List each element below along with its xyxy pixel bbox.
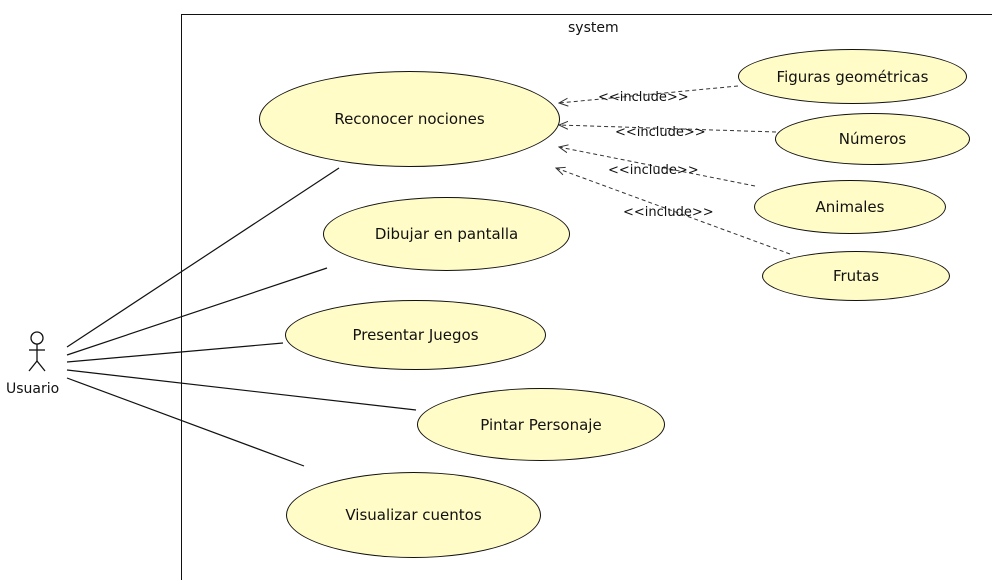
system-boundary <box>181 14 992 580</box>
include-label-figuras: <<include>> <box>598 90 689 105</box>
include-arrow-numeros[interactable] <box>559 125 777 133</box>
use-case-dibujar-en-pantalla[interactable]: Dibujar en pantalla <box>323 197 570 271</box>
include-label-animales: <<include>> <box>608 163 699 178</box>
use-case-visualizar-cuentos[interactable]: Visualizar cuentos <box>286 472 541 558</box>
use-case-presentar-juegos[interactable]: Presentar Juegos <box>285 300 546 370</box>
include-label-frutas: <<include>> <box>623 205 714 220</box>
association-pintar[interactable] <box>66 369 417 411</box>
include-arrow-animales[interactable] <box>559 147 756 187</box>
use-case-pintar-personaje[interactable]: Pintar Personaje <box>417 388 665 461</box>
include-label-numeros: <<include>> <box>615 125 706 140</box>
actor-label: Usuario <box>6 381 60 397</box>
use-case-frutas[interactable]: Frutas <box>762 251 950 301</box>
use-case-figuras-geometricas[interactable]: Figuras geométricas <box>738 49 967 104</box>
include-arrow-figuras[interactable] <box>559 85 739 103</box>
association-reconocer[interactable] <box>66 167 340 348</box>
association-visualizar[interactable] <box>66 377 305 467</box>
use-case-reconocer-nociones[interactable]: Reconocer nociones <box>259 71 560 167</box>
association-dibujar[interactable] <box>66 267 328 356</box>
use-case-numeros[interactable]: Números <box>775 113 970 165</box>
actor-icon[interactable] <box>28 331 46 372</box>
association-presentar[interactable] <box>66 342 284 363</box>
system-boundary-label: system <box>568 20 619 36</box>
use-case-animales[interactable]: Animales <box>754 180 946 234</box>
